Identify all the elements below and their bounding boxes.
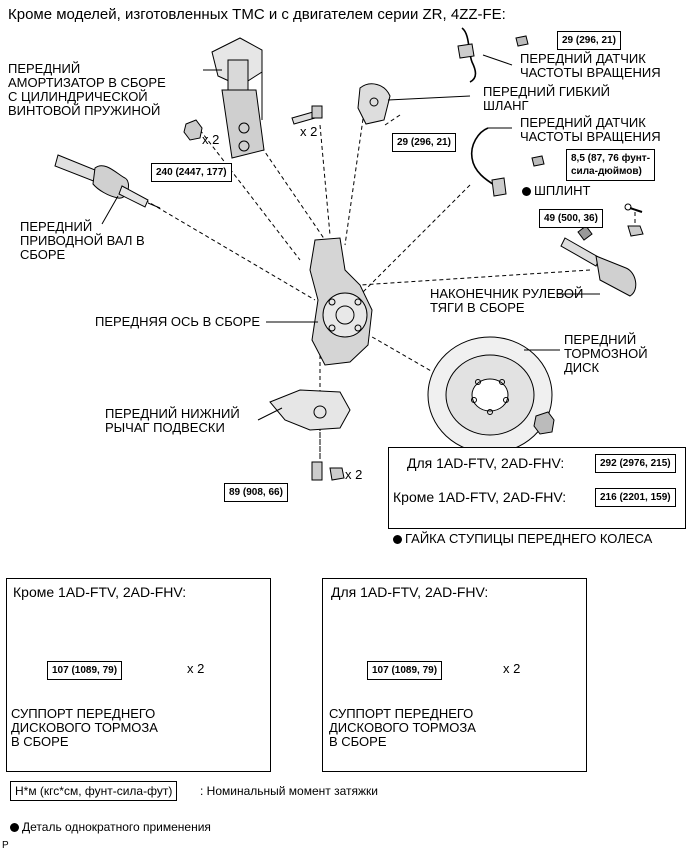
legend-single-use: Деталь однократного применения (10, 820, 211, 834)
cotter-pin-label-text: ШПЛИНТ (534, 183, 591, 198)
torque-t1: 29 (296, 21) (557, 31, 621, 50)
tie-rod-end-drawing (560, 225, 637, 297)
strut-label: ПЕРЕДНИЙ АМОРТИЗАТОР В СБОРЕ С ЦИЛИНДРИЧ… (8, 61, 166, 118)
torque-t8: 216 (2201, 159) (595, 488, 676, 507)
flex-hose-label: ПЕРЕДНИЙ ГИБКИЙ ШЛАНГ (483, 84, 611, 113)
knuckle-drawing (309, 237, 373, 366)
corner-mark: P (2, 840, 9, 851)
multiplier-strut-bolt: x 2 (300, 124, 318, 139)
hub-row1-label: Для 1AD-FTV, 2AD-FHV: (407, 455, 565, 471)
speed-sensor-2-drawing (470, 127, 507, 197)
multiplier-caliper-right: x 2 (503, 661, 521, 676)
multiplier-caliper-left: x 2 (187, 661, 205, 676)
torque-t9: 107 (1089, 79) (47, 661, 123, 680)
torque-t4: 49 (500, 36) (539, 209, 603, 228)
hub-row2-label: Кроме 1AD-FTV, 2AD-FHV: (393, 489, 567, 505)
bolt-t3-drawing (531, 155, 545, 167)
bolt-t1-drawing (515, 35, 529, 47)
torque-t7: 292 (2976, 215) (595, 454, 676, 473)
drive-shaft-drawing (54, 154, 161, 209)
diagram-title: Кроме моделей, изготовленных TMC и с дви… (8, 6, 506, 23)
inset-left: Кроме 1AD-FTV, 2AD-FHV: 107 (1089, 79) x… (6, 578, 271, 772)
drive-shaft-label: ПЕРЕДНИЙ ПРИВОДНОЙ ВАЛ В СБОРЕ (20, 219, 145, 262)
multiplier-strut-nut: x 2 (202, 132, 220, 147)
hub-nut-drawing (533, 411, 555, 435)
caliper-right-label: СУППОРТ ПЕРЕДНЕГО ДИСКОВОГО ТОРМОЗА В СБ… (329, 706, 476, 749)
single-use-icon (10, 823, 19, 833)
caliper-left-label: СУППОРТ ПЕРЕДНЕГО ДИСКОВОГО ТОРМОЗА В СБ… (11, 706, 158, 749)
hub-nut-label-text: ГАЙКА СТУПИЦЫ ПЕРЕДНЕГО КОЛЕСА (405, 531, 653, 546)
speed-sensor-1-label: ПЕРЕДНИЙ ДАТЧИК ЧАСТОТЫ ВРАЩЕНИЯ (520, 51, 661, 80)
speed-sensor-2-label: ПЕРЕДНИЙ ДАТЧИК ЧАСТОТЫ ВРАЩЕНИЯ (520, 115, 661, 144)
axle-label: ПЕРЕДНЯЯ ОСЬ В СБОРЕ (95, 314, 261, 329)
lower-arm-drawing (269, 389, 351, 431)
hub-nut-torque-box: Для 1AD-FTV, 2AD-FHV: 292 (2976, 215) Кр… (388, 447, 686, 529)
torque-t3: 8,5 (87, 76 фунт- сила-дюймов) (566, 149, 656, 181)
lower-arm-label: ПЕРЕДНИЙ НИЖНИЙ РЫЧАГ ПОДВЕСКИ (105, 406, 240, 435)
legend-torque-desc: : Номинальный момент затяжки (200, 784, 378, 798)
brake-disc-label: ПЕРЕДНИЙ ТОРМОЗНОЙ ДИСК (564, 332, 648, 375)
strut-drawing (211, 37, 265, 159)
legend-torque-unit: Н*м (кгс*см, фунт-сила-фут) (10, 781, 178, 801)
strut-bolts-drawing (183, 105, 323, 141)
tie-rod-nut-drawing (627, 225, 644, 237)
torque-t5: 240 (2447, 177) (151, 163, 232, 182)
cotter-pin-label: ШПЛИНТ (522, 184, 590, 198)
cotter-pin-drawing (624, 203, 643, 213)
legend-single-use-text: Деталь однократного применения (22, 820, 211, 834)
tie-rod-end-label: НАКОНЕЧНИК РУЛЕВОЙ ТЯГИ В СБОРЕ (430, 286, 584, 315)
hub-nut-label: ГАЙКА СТУПИЦЫ ПЕРЕДНЕГО КОЛЕСА (393, 532, 652, 546)
flex-hose-drawing (357, 83, 391, 125)
single-use-icon (522, 187, 531, 197)
multiplier-lower-bolt: x 2 (345, 467, 363, 482)
lower-bolt-drawing (311, 461, 345, 481)
speed-sensor-1-drawing (457, 27, 477, 83)
inset-right-title: Для 1AD-FTV, 2AD-FHV: (331, 584, 489, 600)
torque-t10: 107 (1089, 79) (367, 661, 443, 680)
torque-t2: 29 (296, 21) (392, 133, 456, 152)
inset-left-title: Кроме 1AD-FTV, 2AD-FHV: (13, 584, 187, 600)
inset-right: Для 1AD-FTV, 2AD-FHV: 107 (1089, 79) x 2… (322, 578, 587, 772)
single-use-icon (393, 535, 402, 545)
torque-t6: 89 (908, 66) (224, 483, 288, 502)
brake-disc-drawing (427, 336, 553, 454)
